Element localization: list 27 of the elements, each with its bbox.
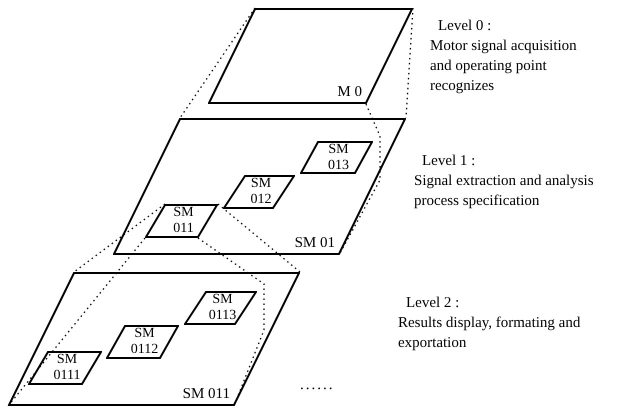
parallelogram-box <box>113 118 406 255</box>
module-label: SM 012 <box>250 176 272 208</box>
level-heading: Level 1 : <box>421 152 476 171</box>
module-label: SM 0112 <box>130 326 160 358</box>
module-label: SM 0111 <box>52 352 82 384</box>
module-label: SM 013 <box>327 142 350 174</box>
plane-title: M 0 <box>337 85 362 100</box>
module-label: SM 011 <box>172 205 195 237</box>
projection-line <box>74 203 166 273</box>
parallelogram-box <box>8 272 300 406</box>
module-label: SM 0113 <box>208 292 238 324</box>
level-heading: Level 0 : <box>437 17 492 36</box>
parallelogram-box <box>223 175 295 209</box>
parallelogram-box <box>145 204 218 238</box>
parallelogram-box <box>184 291 257 325</box>
parallelogram-box <box>300 141 373 174</box>
parallelogram-box <box>106 325 179 359</box>
level-heading: Level 2 : <box>405 294 460 313</box>
parallelogram-box <box>208 8 413 104</box>
level-description: Signal extraction and analysis process specification <box>414 172 595 211</box>
level-description: Results display, formating and exportation <box>398 314 582 353</box>
plane-title: SM 011 <box>182 387 230 402</box>
parallelogram-box <box>28 351 102 385</box>
level-description: Motor signal acquisition and operating point recognizes <box>430 37 578 96</box>
plane-title: SM 01 <box>294 236 335 251</box>
projection-line <box>179 8 256 118</box>
ellipsis-label: ...... <box>300 378 334 393</box>
